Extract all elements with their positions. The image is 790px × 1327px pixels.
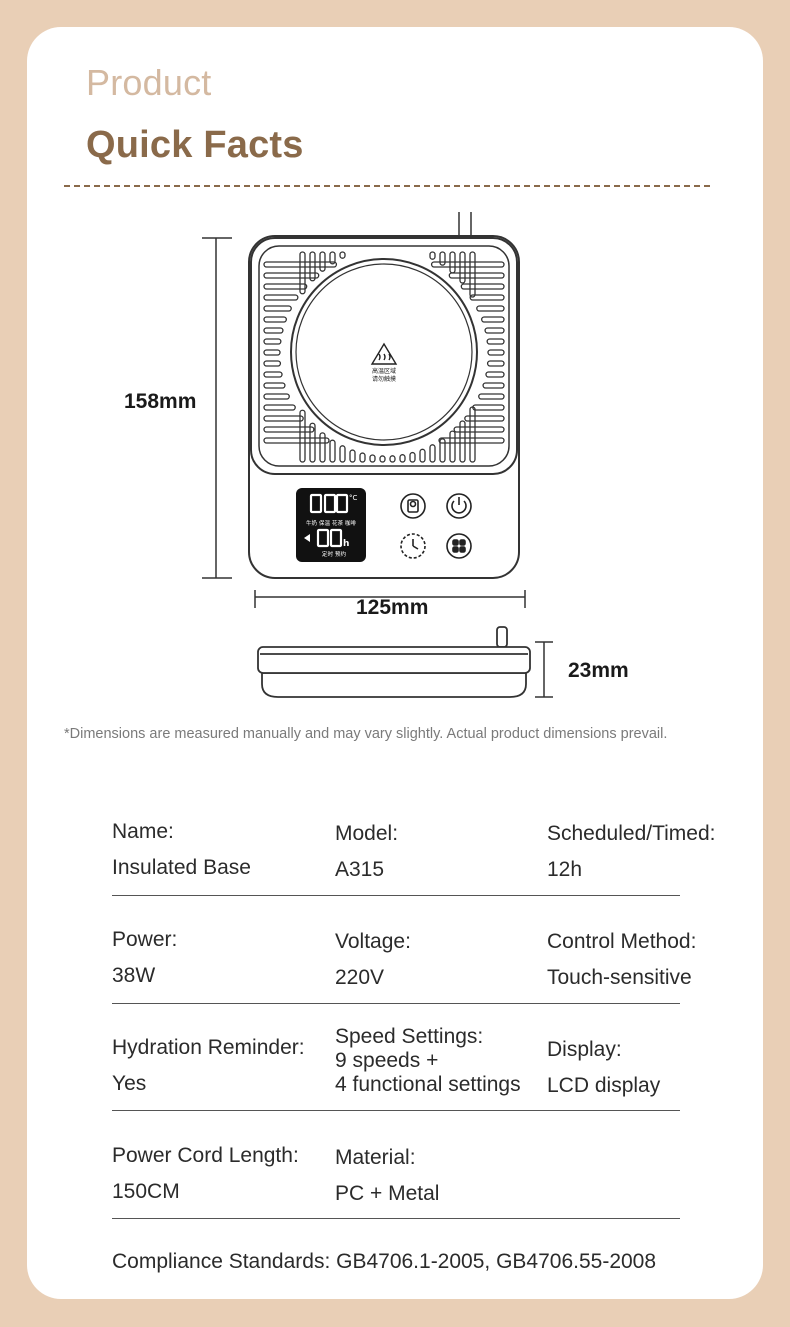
spec-label: Name: — [112, 820, 174, 843]
row-divider — [112, 895, 680, 896]
lcd-digits — [309, 493, 349, 548]
row-divider — [112, 1218, 680, 1219]
power-button-icon — [446, 493, 472, 519]
spec-value: 38W — [112, 964, 156, 987]
spec-value: Yes — [112, 1072, 147, 1095]
spec-label: Power Cord Length: — [112, 1144, 299, 1167]
row-divider — [112, 1003, 680, 1004]
spec-label: Hydration Reminder: — [112, 1036, 305, 1059]
compliance-standards: Compliance Standards: GB4706.1-2005, GB4… — [112, 1250, 657, 1273]
menu-button-icon — [446, 533, 472, 559]
height-dimension-line — [202, 237, 232, 579]
vent-slats — [263, 251, 505, 463]
lcd-labels-2: 定时 预约 — [322, 550, 347, 558]
hot-surface-warning-icon — [370, 342, 398, 365]
spec-value: 150CM — [112, 1180, 180, 1203]
spec-value: A315 — [335, 858, 385, 881]
warning-text-1: 高温区域 — [372, 367, 396, 375]
spec-label: Control Method: — [547, 930, 697, 953]
spec-value: 220V — [335, 966, 385, 989]
timer-button-icon — [400, 493, 426, 519]
device-side-view — [257, 626, 531, 698]
lcd-hour: h — [343, 539, 349, 549]
lcd-labels: 牛奶 保温 花茶 咖啡 — [306, 519, 356, 527]
spec-value: PC + Metal — [335, 1182, 440, 1205]
section-title: Quick Facts — [86, 124, 304, 166]
spec-value: Touch-sensitive — [547, 966, 692, 989]
lcd-celsius: °C — [349, 494, 358, 502]
spec-value: 9 speeds + — [335, 1049, 439, 1072]
lcd-display — [296, 488, 366, 562]
spec-value: Insulated Base — [112, 856, 251, 879]
product-dimension-diagram: 高温区域 请勿触摸 °C 牛奶 保温 花茶 咖啡 h 定时 预约 — [202, 212, 553, 698]
heating-plate — [290, 258, 478, 446]
spec-label: Display: — [547, 1038, 622, 1061]
spec-label: Model: — [335, 822, 399, 845]
warning-text-2: 请勿触摸 — [372, 375, 396, 383]
spec-label: Material: — [335, 1146, 416, 1169]
row-divider — [112, 1110, 680, 1111]
depth-dimension-label: 23mm — [568, 659, 629, 682]
depth-dimension-line — [535, 641, 553, 698]
spec-label: Voltage: — [335, 930, 411, 953]
lcd-arrow — [304, 534, 310, 542]
clock-button-icon — [400, 533, 426, 559]
spec-value: 12h — [547, 858, 583, 881]
section-subtitle: Product — [86, 62, 212, 103]
spec-value: LCD display — [547, 1074, 661, 1097]
spec-label: Speed Settings: — [335, 1025, 484, 1048]
spec-value-line-2: 4 functional settings — [335, 1073, 521, 1096]
title-divider — [64, 185, 710, 187]
dimension-disclaimer: *Dimensions are measured manually and ma… — [64, 726, 668, 742]
width-dimension-line — [254, 590, 526, 608]
spec-label: Scheduled/Timed: — [547, 822, 716, 845]
height-dimension-label: 158mm — [124, 390, 197, 413]
spec-label: Power: — [112, 928, 178, 951]
width-dimension-label: 125mm — [356, 596, 429, 619]
